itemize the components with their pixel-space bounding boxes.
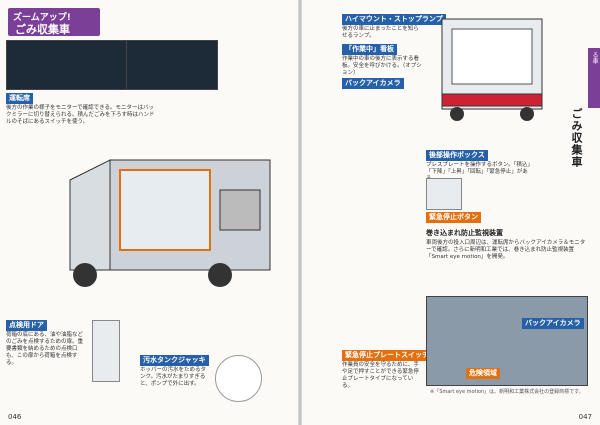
- label-inspection-door: 点検用ドア: [6, 320, 47, 331]
- gutter: [298, 0, 302, 425]
- cab-photo-2: [126, 40, 218, 90]
- page-number-right: 047: [578, 413, 592, 421]
- rear-box-illustration: [426, 178, 462, 210]
- footnote: ※「Smart eye motion」は、新明和工業株式会社の登録商標です。: [430, 389, 584, 395]
- label-rear-box: 後部操作ボックス: [426, 150, 488, 161]
- page-number-left: 046: [8, 413, 22, 421]
- section-heading: 巻き込まれ防止監視装置: [426, 229, 503, 237]
- label-back-camera: バックアイカメラ: [342, 78, 404, 89]
- vertical-title: ごみ収集車: [570, 108, 583, 168]
- label-working-sign: 「作業中」看板: [342, 44, 397, 55]
- side-tab: 第2章 暮らしを守る車: [588, 48, 600, 108]
- text-inspection-door: 荷箱の底にある、油や油脂などのごみを点検するための扉。重要書類を納めるための点検…: [6, 332, 84, 366]
- camera-photo: [426, 296, 588, 386]
- right-page: ハイマウント・ストップランプ 後方の車に止まったことを知らせるランプ。 「作業中…: [302, 0, 600, 425]
- title-tag: ズームアップ! ごみ収集車: [8, 8, 100, 36]
- label-driver-seat: 運転席: [6, 93, 33, 104]
- label-high-mount: ハイマウント・ストップランプ: [342, 14, 446, 25]
- label-back-camera-2: バックアイカメラ: [522, 318, 584, 329]
- left-page: ズームアップ! ごみ収集車 運転席 後方の作業の様子をモニターで確認できる。モニ…: [0, 0, 298, 425]
- cab-photo-1: [6, 40, 128, 90]
- truck-illustration: [69, 159, 271, 287]
- inspection-door-illustration: [92, 320, 120, 382]
- text-sewage-tank: ホッパーの汚水をためるタンク。汚水がたまりすぎると、ポンプで外に出す。: [140, 367, 207, 387]
- section-text: 車両後方の投入口周辺は、運転席からバックアイカメラ＆モニターで確認。さらに新明和…: [426, 240, 586, 260]
- label-emergency-plate: 緊急停止プレートスイッチ: [342, 350, 432, 361]
- label-warn-area: 危険領域: [466, 368, 500, 379]
- text-high-mount: 後方の車に止まったことを知らせるランプ。: [342, 26, 419, 39]
- text-working-sign: 作業中の車の後方に表示する看板。安全を呼びかける。（オプション）: [342, 56, 422, 76]
- label-emergency-button: 緊急停止ボタン: [426, 212, 481, 223]
- title-kicker: ズームアップ!: [13, 13, 71, 23]
- sewage-tank-bubble: [215, 355, 262, 402]
- text-emergency-plate: 作業員の安全を守るために、手や足で押すことができる緊急停止プレートタイプになって…: [342, 362, 419, 389]
- page-title: ごみ収集車: [15, 23, 70, 36]
- text-driver-seat: 後方の作業の様子をモニターで確認できる。モニターはバックミラーに切り替えられる。…: [6, 105, 155, 125]
- label-sewage-tank: 汚水タンクジャッキ: [140, 355, 209, 366]
- truck-rear-illustration: [441, 18, 543, 121]
